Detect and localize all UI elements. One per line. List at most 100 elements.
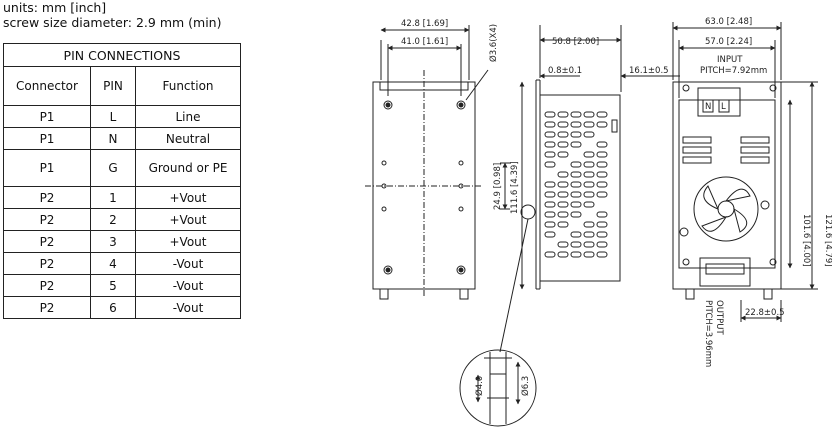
dim-121-6: 121.6 [4.79] (823, 214, 832, 267)
vent-slot (544, 221, 556, 228)
output-pitch: PITCH=3.96mm (703, 300, 713, 367)
vent-slot (583, 161, 595, 168)
vent-slot (570, 191, 582, 198)
vent-slot (570, 181, 582, 188)
vent-slot (596, 181, 608, 188)
fan (693, 176, 759, 242)
vent-slot (557, 141, 569, 148)
vent-slot (570, 111, 582, 118)
vent-slot (544, 111, 556, 118)
detail-view (459, 204, 537, 427)
vent-slot (596, 121, 608, 128)
vent-slot (583, 191, 595, 198)
dim-57-0: 57.0 [2.24] (705, 37, 752, 47)
vent-slot (596, 241, 608, 248)
dim-63-0: 63.0 [2.48] (705, 17, 752, 27)
vent-slot (557, 251, 569, 258)
vent-slot (583, 221, 595, 228)
vent-slot (583, 131, 595, 138)
rear-view-outline (672, 81, 782, 290)
vent-slot (570, 161, 582, 168)
vent-slot (596, 111, 608, 118)
table-row: P2 5 -Vout (3, 274, 241, 297)
vent-slot (557, 241, 569, 248)
mount-hole-center (458, 267, 464, 273)
vent-slot (583, 121, 595, 128)
mount-hole (456, 100, 466, 110)
input-connector (697, 87, 741, 117)
vent-slot (596, 161, 608, 168)
vent-slot (544, 191, 556, 198)
dim-dia-6-3: Ø6.3 (520, 376, 531, 396)
vent-slot (557, 171, 569, 178)
vent-slot (544, 121, 556, 128)
pin-n-label: N (705, 102, 711, 112)
vent-slot (583, 181, 595, 188)
dim-0-8: 0.8±0.1 (548, 66, 582, 76)
vent-slot (570, 231, 582, 238)
vent-slot (596, 151, 608, 158)
vent-slot (570, 211, 582, 218)
small-hole (458, 183, 464, 189)
front-foot (459, 288, 469, 300)
vent-slot (583, 111, 595, 118)
vent-slot (557, 131, 569, 138)
vent-slot (544, 161, 556, 168)
header-pin: PIN (90, 66, 136, 106)
cell-function: -Vout (135, 274, 241, 297)
table-row: P2 6 -Vout (3, 296, 241, 319)
side-view (535, 25, 680, 290)
dim-111-6: 111.6 [4.39] (510, 161, 520, 214)
vent-slot (557, 191, 569, 198)
small-hole (381, 183, 387, 189)
dim-dia-4-0: Ø4.0 (474, 376, 485, 396)
table-row: P2 3 +Vout (3, 230, 241, 253)
cell-connector: P2 (3, 296, 91, 319)
front-view (365, 25, 525, 300)
input-pitch: PITCH=7.92mm (700, 66, 767, 76)
cell-function: -Vout (135, 296, 241, 319)
vent-slot (596, 141, 608, 148)
dim-hole-dia: Ø3.6(X4) (488, 24, 499, 62)
dim-42-8: 42.8 [1.69] (401, 19, 448, 29)
small-hole (458, 206, 464, 212)
vent-slot (596, 231, 608, 238)
small-hole (381, 206, 387, 212)
vent-slot (583, 171, 595, 178)
vent-slot (557, 151, 569, 158)
units-note: units: mm [inch] (3, 0, 107, 15)
vent-slot (544, 151, 556, 158)
vent-slot (583, 251, 595, 258)
dim-16-1: 16.1±0.5 (629, 66, 669, 76)
vent-slot (596, 221, 608, 228)
mount-hole-center (458, 102, 464, 108)
vent-slot (583, 231, 595, 238)
vent-slot (557, 221, 569, 228)
vent-slot (570, 201, 582, 208)
vent-slot (570, 131, 582, 138)
vent-slot (557, 121, 569, 128)
vent-slot (544, 131, 556, 138)
small-hole (381, 160, 387, 166)
table-row: P1 L Line (3, 105, 241, 128)
dim-41-0: 41.0 [1.61] (401, 37, 448, 47)
detail-marker (520, 204, 536, 220)
vent-slot (596, 171, 608, 178)
vent-slot (570, 241, 582, 248)
dim-50-8: 50.8 [2.00] (552, 37, 599, 47)
cell-function: Neutral (135, 127, 241, 150)
vent-slot (557, 111, 569, 118)
vent-slot (583, 151, 595, 158)
vent-slot (544, 211, 556, 218)
mount-hole (383, 100, 393, 110)
notes: units: mm [inch] screw size diameter: 2.… (3, 0, 221, 30)
cell-function: +Vout (135, 230, 241, 253)
vent-slot (583, 241, 595, 248)
vent-slot (583, 201, 595, 208)
cell-function: Line (135, 105, 241, 128)
table-row: P1 G Ground or PE (3, 149, 241, 187)
dim-24-9: 24.9 [0.98] (493, 163, 503, 210)
dim-22-8: 22.8±0.5 (745, 308, 785, 318)
vent-slot (544, 231, 556, 238)
rear-inner-panel (678, 99, 776, 269)
